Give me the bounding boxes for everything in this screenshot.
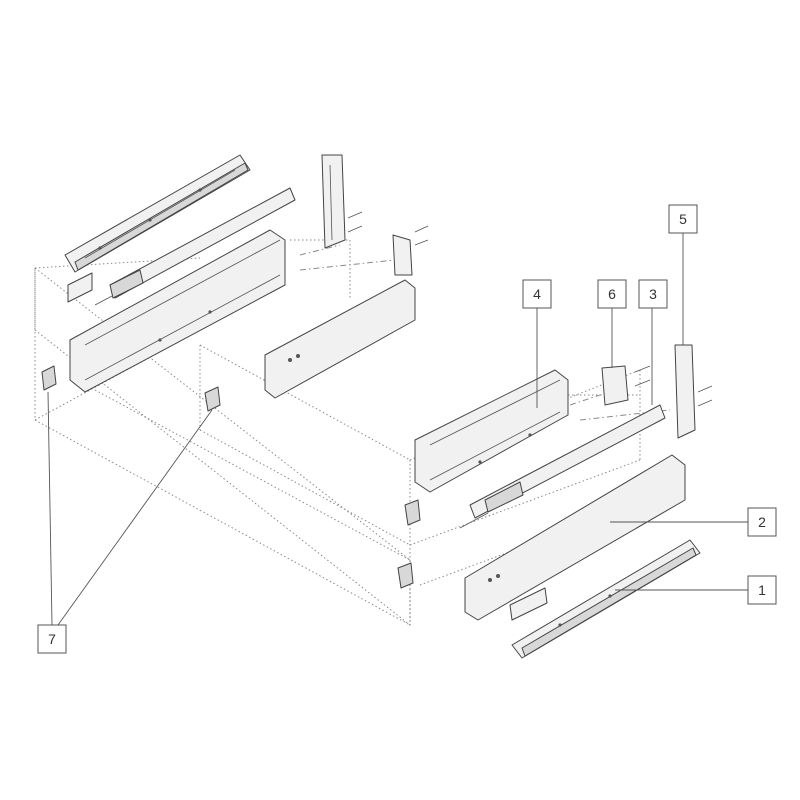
- callout-7-label: 7: [48, 631, 56, 647]
- left-back-connector: [392, 225, 429, 276]
- callout-7: 7: [37, 624, 67, 654]
- right-rear-bracket: [674, 344, 713, 439]
- right-clip-plate: [509, 587, 548, 621]
- left-fixing-clips: [41, 365, 221, 412]
- right-drawer-side: [414, 369, 569, 493]
- callout-4-label: 4: [533, 286, 541, 302]
- right-runner: [511, 539, 701, 659]
- callout-5: 5: [668, 204, 698, 234]
- callout-1-label: 1: [758, 582, 766, 598]
- callout-3-label: 3: [649, 286, 657, 302]
- callout-6: 6: [597, 279, 627, 309]
- leader-lines: [47, 232, 748, 626]
- left-rail-rod: [94, 187, 296, 306]
- left-drawer-side: [69, 229, 286, 393]
- right-back-connector: [601, 365, 651, 406]
- callout-4: 4: [522, 279, 552, 309]
- callout-3: 3: [638, 279, 668, 309]
- middle-back-panel: [264, 279, 416, 399]
- callout-2-label: 2: [758, 514, 766, 530]
- left-rear-bracket: [321, 154, 363, 249]
- callout-1: 1: [747, 575, 777, 605]
- front-panel: [464, 454, 686, 621]
- callout-5-label: 5: [679, 211, 687, 227]
- front-fixing-clips: [397, 499, 421, 589]
- callout-2: 2: [747, 507, 777, 537]
- left-runner: [64, 154, 251, 273]
- callout-6-label: 6: [608, 286, 616, 302]
- left-clip-plate: [67, 272, 93, 303]
- assembly-guide-lines: [299, 244, 671, 421]
- right-rail-rod: [459, 404, 666, 529]
